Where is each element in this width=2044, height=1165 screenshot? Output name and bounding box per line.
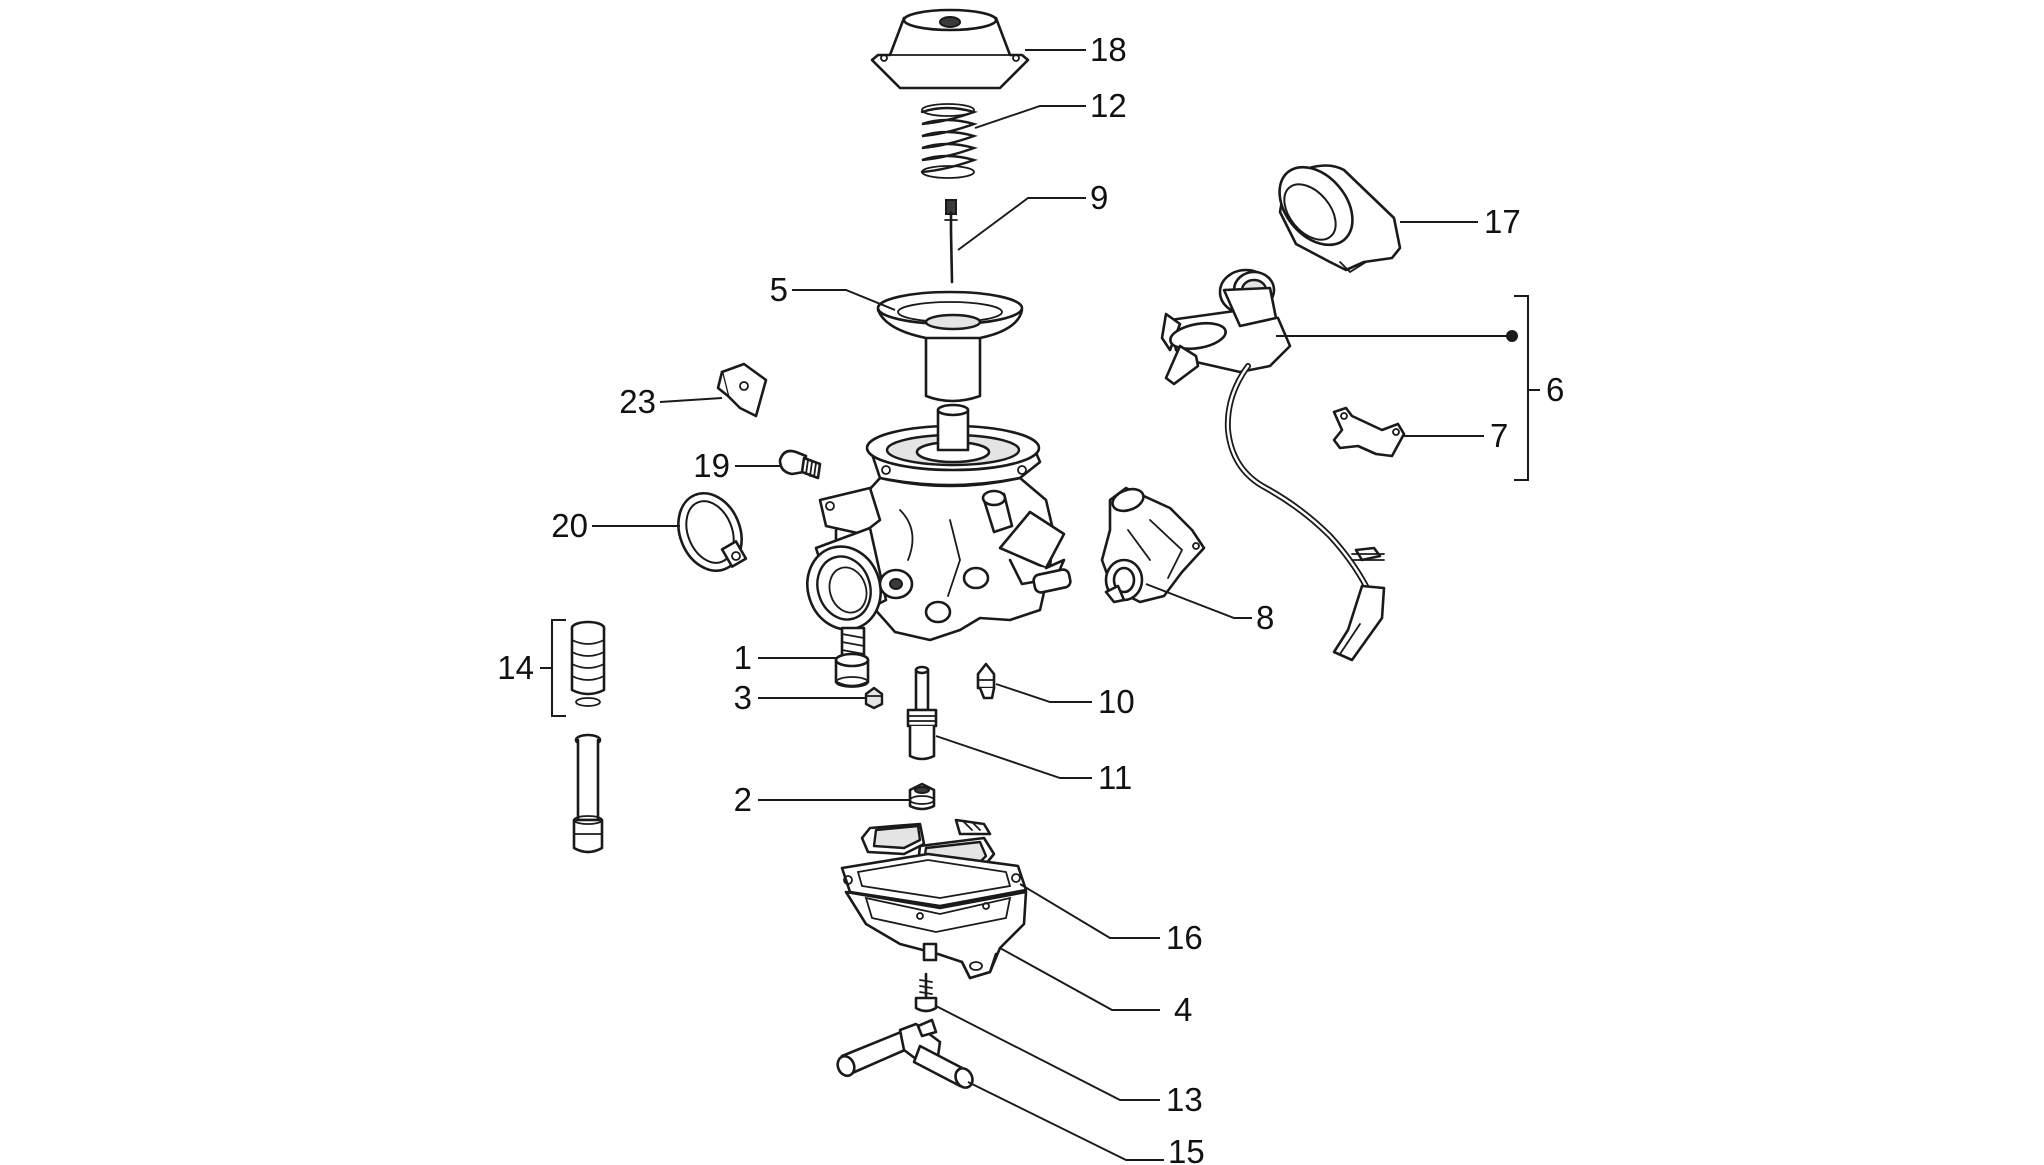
part-13-drain-screw (914, 972, 938, 1013)
leader-6-dot (1506, 330, 1518, 342)
part-11-emulsion-tube (906, 665, 938, 761)
callout-6: 6 (1546, 371, 1564, 408)
bracket-6 (1514, 295, 1529, 481)
leader-16 (1019, 883, 1160, 939)
callout-17: 17 (1484, 203, 1521, 240)
callout-23: 23 (619, 383, 656, 420)
part-8-intake-manifold (1100, 486, 1206, 604)
part-16-float-gasket (840, 818, 1028, 908)
callout-20: 20 (551, 507, 588, 544)
callout-9: 9 (1090, 179, 1108, 216)
callout-3: 3 (734, 679, 752, 716)
part-15-elbow-fitting (836, 1018, 974, 1089)
callout-16: 16 (1166, 919, 1203, 956)
callout-19: 19 (693, 447, 730, 484)
leader-12 (974, 105, 1086, 129)
callout-14: 14 (497, 649, 534, 686)
part-3-small-jet (864, 686, 884, 710)
part-10-float-valve (976, 662, 996, 700)
callout-15: 15 (1168, 1133, 1205, 1165)
leader-10 (995, 683, 1092, 703)
leader-15 (967, 1081, 1164, 1161)
part-9-needle (944, 199, 958, 284)
callout-10: 10 (1098, 683, 1135, 720)
leader-5 (792, 289, 896, 311)
part-18-carburetor-cover (870, 8, 1030, 90)
callout-11: 11 (1098, 759, 1132, 796)
callout-8: 8 (1256, 599, 1274, 636)
part-1-plug-screw (834, 626, 870, 688)
callout-1: 1 (734, 639, 752, 676)
bracket-14 (551, 619, 566, 717)
part-19-screw (778, 449, 822, 480)
callout-13: 13 (1166, 1081, 1203, 1118)
part-12-spring (920, 103, 978, 179)
callout-12: 12 (1090, 87, 1127, 124)
part-20-hose-clamp (677, 491, 748, 573)
leader-11 (935, 735, 1092, 779)
leader-4 (999, 947, 1160, 1011)
part-4-float-bowl (844, 890, 1028, 980)
leader-9 (957, 197, 1086, 251)
part-17-rubber-cap (1278, 164, 1402, 274)
part-14-mixture-screw-assembly (570, 620, 606, 854)
carburetor-body (806, 403, 1072, 642)
callout-18: 18 (1090, 31, 1127, 68)
leader-lines (592, 49, 1518, 1161)
part-6-electric-choke (1160, 268, 1386, 662)
leader-8 (1145, 583, 1252, 619)
leader-23 (659, 397, 723, 403)
part-7-clip (1332, 406, 1406, 458)
part-23-bracket (716, 362, 768, 418)
callout-5: 5 (770, 271, 788, 308)
callout-4: 4 (1174, 991, 1192, 1028)
callout-labels: 18 12 9 5 23 19 20 17 6 7 8 14 1 3 10 11… (497, 31, 1564, 1165)
callout-7: 7 (1490, 417, 1508, 454)
callout-2: 2 (734, 781, 752, 818)
part-2-main-jet (908, 782, 936, 811)
leader-13 (935, 1005, 1160, 1101)
part-5-diaphragm-slide (876, 290, 1024, 403)
